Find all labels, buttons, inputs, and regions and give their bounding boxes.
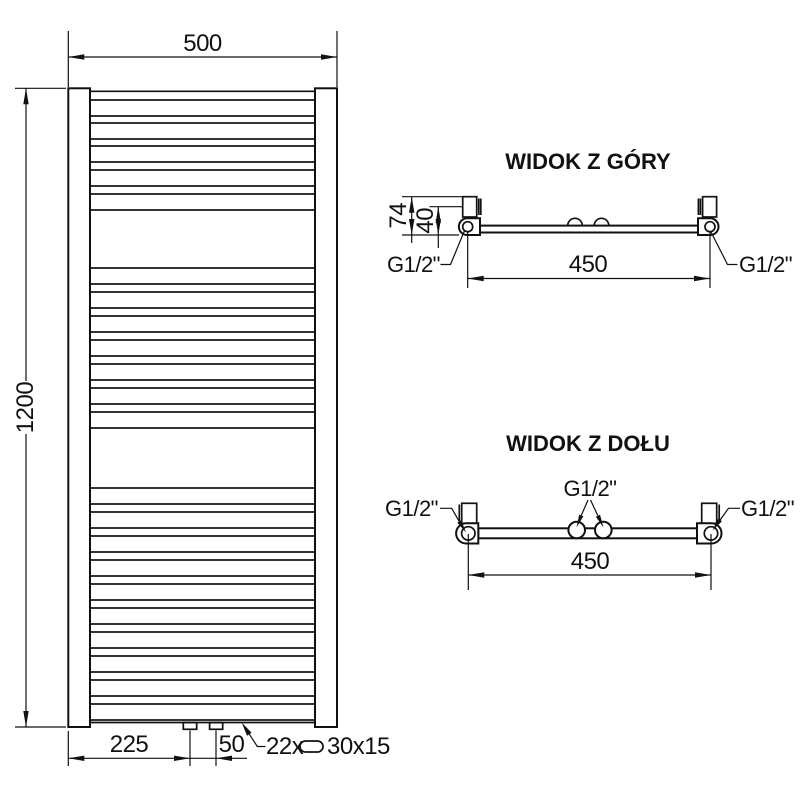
radiator-tube <box>89 631 316 649</box>
top-view: WIDOK Z GÓRY 74 40 <box>385 149 793 288</box>
radiator-tube <box>89 363 316 381</box>
radiator-tube <box>89 291 316 309</box>
right-fitting-detail-lines <box>697 198 702 215</box>
radiator-tube <box>89 583 316 601</box>
left-port-leader <box>440 230 466 266</box>
left-port-leader <box>440 507 460 522</box>
dim-225-50: 225 50 <box>67 730 247 766</box>
dim-500: 500 <box>67 30 338 87</box>
center-port-label: G1/2" <box>563 476 616 501</box>
right-port-label: G1/2" <box>741 496 794 521</box>
radiator-tube <box>89 679 316 697</box>
center-port-bump-right <box>593 217 610 226</box>
right-port-leader <box>709 230 738 266</box>
left-fitting-square <box>461 195 478 218</box>
right-rail <box>314 87 338 729</box>
dim-label-40: 40 <box>412 208 439 234</box>
radiator-tube <box>89 535 316 553</box>
tube-annotation: 22x 30x15 <box>241 722 391 760</box>
oval-profile-icon <box>299 740 324 753</box>
radiator-tube <box>89 315 316 333</box>
bottom-view-port-labels: G1/2" G1/2" <box>385 496 795 533</box>
dim-450-top-view: 450 <box>467 232 711 288</box>
left-port-label: G1/2" <box>387 252 440 277</box>
right-port-circle <box>704 220 716 233</box>
tube-group-bottom <box>89 487 316 721</box>
radiator-tube <box>89 511 316 529</box>
left-port-label: G1/2" <box>385 496 438 521</box>
radiator-tube <box>89 339 316 357</box>
bottom-connection-stub-left <box>182 721 198 731</box>
right-port-label: G1/2" <box>739 252 792 277</box>
radiator-tube <box>89 607 316 625</box>
tube-profile-label: 30x15 <box>327 733 390 760</box>
radiator-tube <box>89 559 316 577</box>
radiator-tube <box>89 487 316 505</box>
radiator-tube <box>89 99 316 117</box>
left-port-circle <box>461 220 474 233</box>
right-fitting-square <box>701 195 718 218</box>
right-port-leader <box>719 507 740 521</box>
center-port-circle-right <box>594 520 613 540</box>
dim-450-bottom-view: 450 <box>467 534 712 590</box>
tube-group-top <box>89 99 316 211</box>
center-port-label-group: G1/2" <box>563 476 617 528</box>
center-port-leaders <box>580 499 599 516</box>
bottom-view: WIDOK Z DOŁU G1/2" G1/2" G1/2" <box>385 431 795 590</box>
top-view-port-labels: G1/2" G1/2" <box>387 230 793 277</box>
bottom-view-title: WIDOK Z DOŁU <box>506 431 670 456</box>
radiator-tube <box>89 411 316 429</box>
radiator-tube <box>89 703 316 721</box>
dim-1200: 1200 <box>12 87 66 728</box>
left-rail <box>67 87 92 729</box>
top-view-title: WIDOK Z GÓRY <box>505 149 671 174</box>
center-port-circle-left <box>567 520 587 540</box>
dim-label-450-top: 450 <box>569 251 608 278</box>
left-fitting-detail-lines <box>477 198 482 215</box>
radiator-tube <box>89 169 316 187</box>
radiator-tube <box>89 145 316 163</box>
radiator-tube <box>89 267 316 285</box>
radiator-tube <box>89 655 316 673</box>
dim-label-450-bottom: 450 <box>571 548 610 575</box>
dim-label-225: 225 <box>110 731 149 758</box>
left-fitting-square <box>460 502 478 525</box>
annotation-arrowhead <box>241 722 252 736</box>
dim-label-500: 500 <box>183 30 222 57</box>
bottom-view-bar <box>477 527 698 540</box>
dim-label-74: 74 <box>385 203 412 229</box>
center-port-bump-left <box>566 217 584 226</box>
front-view: 500 1200 225 50 22x 30x15 <box>12 30 391 766</box>
bottom-connection-stub-right <box>208 721 224 731</box>
tube-group-middle <box>89 267 316 429</box>
radiator-tube <box>89 193 316 211</box>
tube-count-label: 22x <box>266 733 304 760</box>
right-fitting-square <box>700 502 718 525</box>
radiator-tube <box>89 122 316 140</box>
dim-label-1200: 1200 <box>12 382 39 434</box>
dim-40: 40 <box>412 206 463 248</box>
radiator-tube <box>89 387 316 405</box>
dim-74: 74 <box>385 196 477 243</box>
top-view-bar <box>479 224 699 234</box>
dim-label-50: 50 <box>219 731 245 758</box>
